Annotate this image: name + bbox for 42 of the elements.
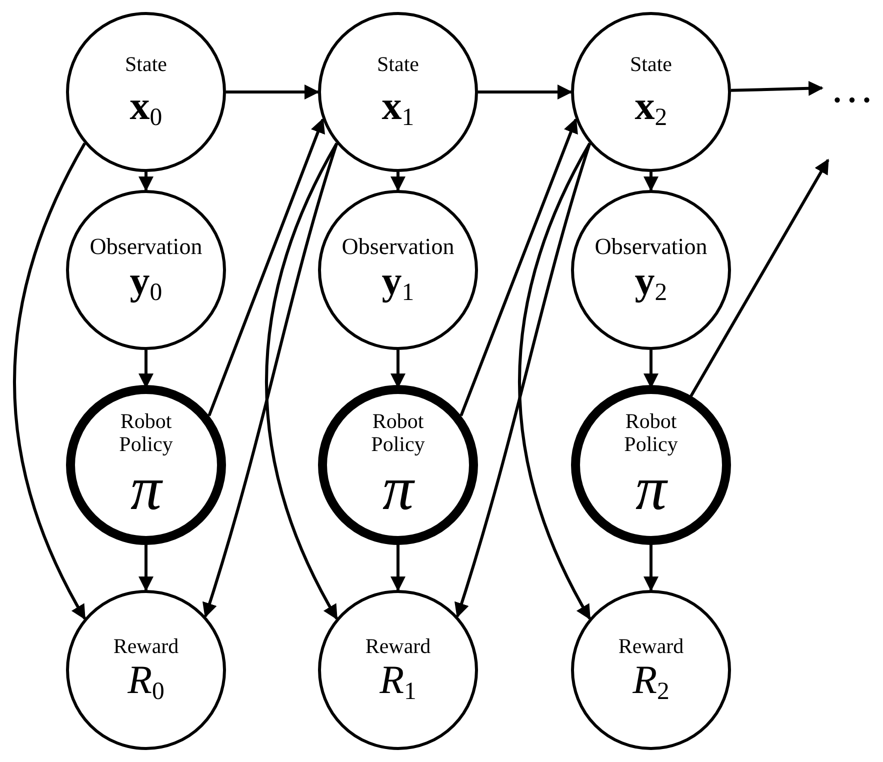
math-symbol: R$_{1}$ xyxy=(380,660,416,706)
node-label: State xyxy=(377,52,419,76)
arrow xyxy=(390,172,406,192)
node-label: Robot Policy xyxy=(623,410,679,456)
ellipsis: … xyxy=(822,73,882,103)
arrow xyxy=(264,142,338,620)
node-label: State xyxy=(125,52,167,76)
arrow xyxy=(390,543,406,592)
arrow xyxy=(478,84,572,100)
arrow xyxy=(688,158,830,398)
arrow xyxy=(460,118,578,416)
arrow xyxy=(454,142,592,618)
node-label: Robot Policy xyxy=(118,410,174,456)
arrow xyxy=(12,142,86,620)
math-symbol: y$_{2}$ xyxy=(634,261,668,306)
math-symbol: y$_{1}$ xyxy=(382,261,414,306)
arrow xyxy=(730,80,824,96)
node-label: Observation xyxy=(594,234,708,260)
arrow xyxy=(208,118,325,416)
node-label: Reward xyxy=(365,634,431,658)
node-label: Observation xyxy=(342,234,454,260)
arrow xyxy=(518,142,592,620)
arrow xyxy=(226,84,320,100)
math-symbol: x$_{0}$ xyxy=(130,86,162,132)
node-label: Robot Policy xyxy=(370,410,426,456)
math-symbol: x$_{1}$ xyxy=(382,86,414,132)
arrow xyxy=(202,142,338,618)
math-symbol: π xyxy=(635,458,667,520)
node-label: Reward xyxy=(113,634,179,658)
math-symbol: x$_{2}$ xyxy=(634,86,668,132)
node-label: State xyxy=(630,52,672,76)
math-symbol: y$_{0}$ xyxy=(130,261,162,306)
math-symbol: π xyxy=(382,458,414,520)
math-symbol: π xyxy=(130,458,162,520)
node-label: Observation xyxy=(90,234,202,260)
arrow xyxy=(138,172,154,192)
arrow xyxy=(138,543,154,592)
arrow xyxy=(644,543,658,592)
math-symbol: R$_{2}$ xyxy=(632,660,670,706)
node-label: Reward xyxy=(618,634,684,658)
math-symbol: R$_{0}$ xyxy=(128,660,164,706)
arrow xyxy=(644,172,658,192)
